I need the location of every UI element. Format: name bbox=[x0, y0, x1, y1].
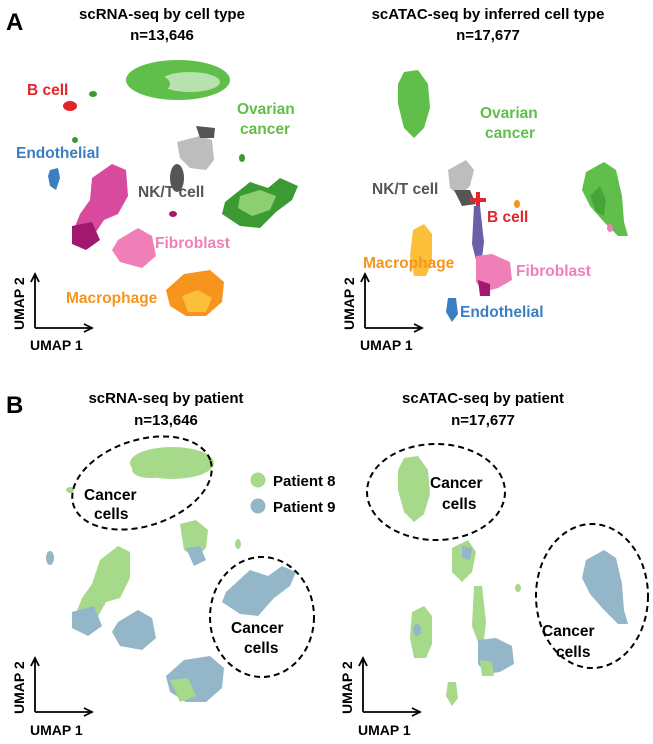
cluster-patient9-cancer bbox=[222, 566, 296, 616]
axis-label-umap1: UMAP 1 bbox=[30, 722, 83, 738]
axis-label-umap2: UMAP 2 bbox=[339, 661, 355, 714]
cluster-ovarian-right bbox=[222, 178, 298, 228]
legend-swatch-patient8 bbox=[250, 472, 266, 488]
cluster-small-green-2 bbox=[72, 137, 78, 143]
umap-axes bbox=[360, 271, 425, 333]
label-fibroblast: Fibroblast bbox=[516, 263, 591, 280]
label-b-cell: B cell bbox=[27, 82, 68, 99]
panel-letter-b: B bbox=[6, 392, 23, 419]
cluster-macrophage bbox=[410, 224, 432, 276]
axis-label-umap1: UMAP 1 bbox=[360, 337, 413, 353]
label-endothelial: Endothelial bbox=[460, 304, 544, 321]
label-cancer-cells-right-line1: Cancer bbox=[542, 623, 595, 640]
cluster-macrophage bbox=[166, 270, 224, 316]
cluster-left-small bbox=[410, 606, 432, 658]
cluster-endothelial bbox=[48, 168, 60, 190]
label-cancer-cells-right-line1: Cancer bbox=[231, 620, 284, 637]
legend-label-patient8: Patient 8 bbox=[273, 473, 336, 490]
label-b-cell: B cell bbox=[487, 209, 528, 226]
umap-scrna-celltype: scRNA-seq by cell type n=13,646 bbox=[11, 6, 298, 353]
umap-scrna-patient: scRNA-seq by patient n=13,646 bbox=[11, 390, 315, 738]
cluster-orange-dot bbox=[514, 200, 520, 208]
cluster-left-trunk bbox=[46, 546, 156, 650]
cluster-ovarian-right bbox=[582, 162, 628, 236]
cluster-b-cell bbox=[63, 101, 77, 111]
label-nkt-cell: NK/T cell bbox=[138, 184, 204, 201]
label-ovarian-cancer-line1: Ovarian bbox=[480, 105, 538, 122]
umap-axes bbox=[30, 655, 95, 717]
cluster-strand bbox=[452, 540, 521, 676]
cluster-b-cell bbox=[470, 192, 486, 210]
label-ovarian-cancer-line1: Ovarian bbox=[237, 101, 295, 118]
plot-title: scRNA-seq by patient bbox=[88, 390, 243, 407]
cluster-nkt bbox=[170, 126, 245, 192]
cluster-bottom bbox=[166, 656, 224, 702]
plot-subtitle: n=13,646 bbox=[130, 27, 194, 44]
cluster-ovarian-top bbox=[126, 60, 230, 100]
plot-subtitle: n=17,677 bbox=[451, 412, 515, 429]
umap-axes bbox=[358, 655, 423, 717]
cluster-middle bbox=[111, 520, 241, 598]
dashed-circle-cancer-right bbox=[535, 523, 649, 669]
cluster-endothelial bbox=[446, 298, 458, 322]
plot-title: scRNA-seq by cell type bbox=[79, 6, 245, 23]
cluster-patient8-cancer bbox=[398, 456, 430, 522]
cluster-fibroblast bbox=[472, 206, 512, 296]
legend-swatch-patient9 bbox=[250, 498, 266, 514]
legend: Patient 8 Patient 9 bbox=[250, 472, 336, 516]
axis-label-umap2: UMAP 2 bbox=[11, 277, 27, 330]
label-cancer-cells-top-line1: Cancer bbox=[84, 487, 137, 504]
label-macrophage: Macrophage bbox=[363, 255, 455, 272]
label-fibroblast: Fibroblast bbox=[155, 235, 230, 252]
cluster-patient8-top bbox=[66, 447, 214, 493]
label-cancer-cells-right-line2: cells bbox=[244, 640, 278, 657]
axis-label-umap1: UMAP 1 bbox=[358, 722, 411, 738]
legend-label-patient9: Patient 9 bbox=[273, 499, 336, 516]
cluster-patient9-cancer bbox=[582, 550, 628, 624]
label-macrophage: Macrophage bbox=[66, 290, 158, 307]
plot-subtitle: n=13,646 bbox=[134, 412, 198, 429]
plot-subtitle: n=17,677 bbox=[456, 27, 520, 44]
label-ovarian-cancer-line2: cancer bbox=[485, 125, 535, 142]
label-ovarian-cancer-line2: cancer bbox=[240, 121, 290, 138]
label-cancer-cells-right-line2: cells bbox=[556, 644, 590, 661]
label-endothelial: Endothelial bbox=[16, 145, 100, 162]
cluster-left-small-blue bbox=[413, 624, 421, 636]
cluster-bottom-small bbox=[446, 682, 458, 706]
cluster-small-green-1 bbox=[89, 91, 97, 97]
axis-label-umap2: UMAP 2 bbox=[341, 277, 357, 330]
dashed-circle-cancer-top bbox=[71, 435, 213, 531]
umap-axes bbox=[30, 271, 95, 333]
plot-title: scATAC-seq by inferred cell type bbox=[372, 6, 605, 23]
axis-label-umap2: UMAP 2 bbox=[11, 661, 27, 714]
panel-letter-a: A bbox=[6, 9, 23, 36]
label-cancer-cells-top-line2: cells bbox=[94, 506, 128, 523]
label-cancer-cells-top-line1: Cancer bbox=[430, 475, 483, 492]
plot-title: scATAC-seq by patient bbox=[402, 390, 564, 407]
label-cancer-cells-top-line2: cells bbox=[442, 496, 476, 513]
cluster-fibroblast bbox=[72, 164, 177, 268]
dashed-circle-cancer-right bbox=[209, 556, 315, 678]
axis-label-umap1: UMAP 1 bbox=[30, 337, 83, 353]
dashed-circle-cancer-top bbox=[366, 443, 506, 541]
cluster-ovarian-top bbox=[398, 70, 430, 138]
umap-scatac-patient: scATAC-seq by patient n=17,677 Cancer ce… bbox=[339, 390, 649, 738]
umap-scatac-celltype: scATAC-seq by inferred cell type n=17,67… bbox=[341, 6, 628, 353]
label-nkt-cell: NK/T cell bbox=[372, 181, 438, 198]
